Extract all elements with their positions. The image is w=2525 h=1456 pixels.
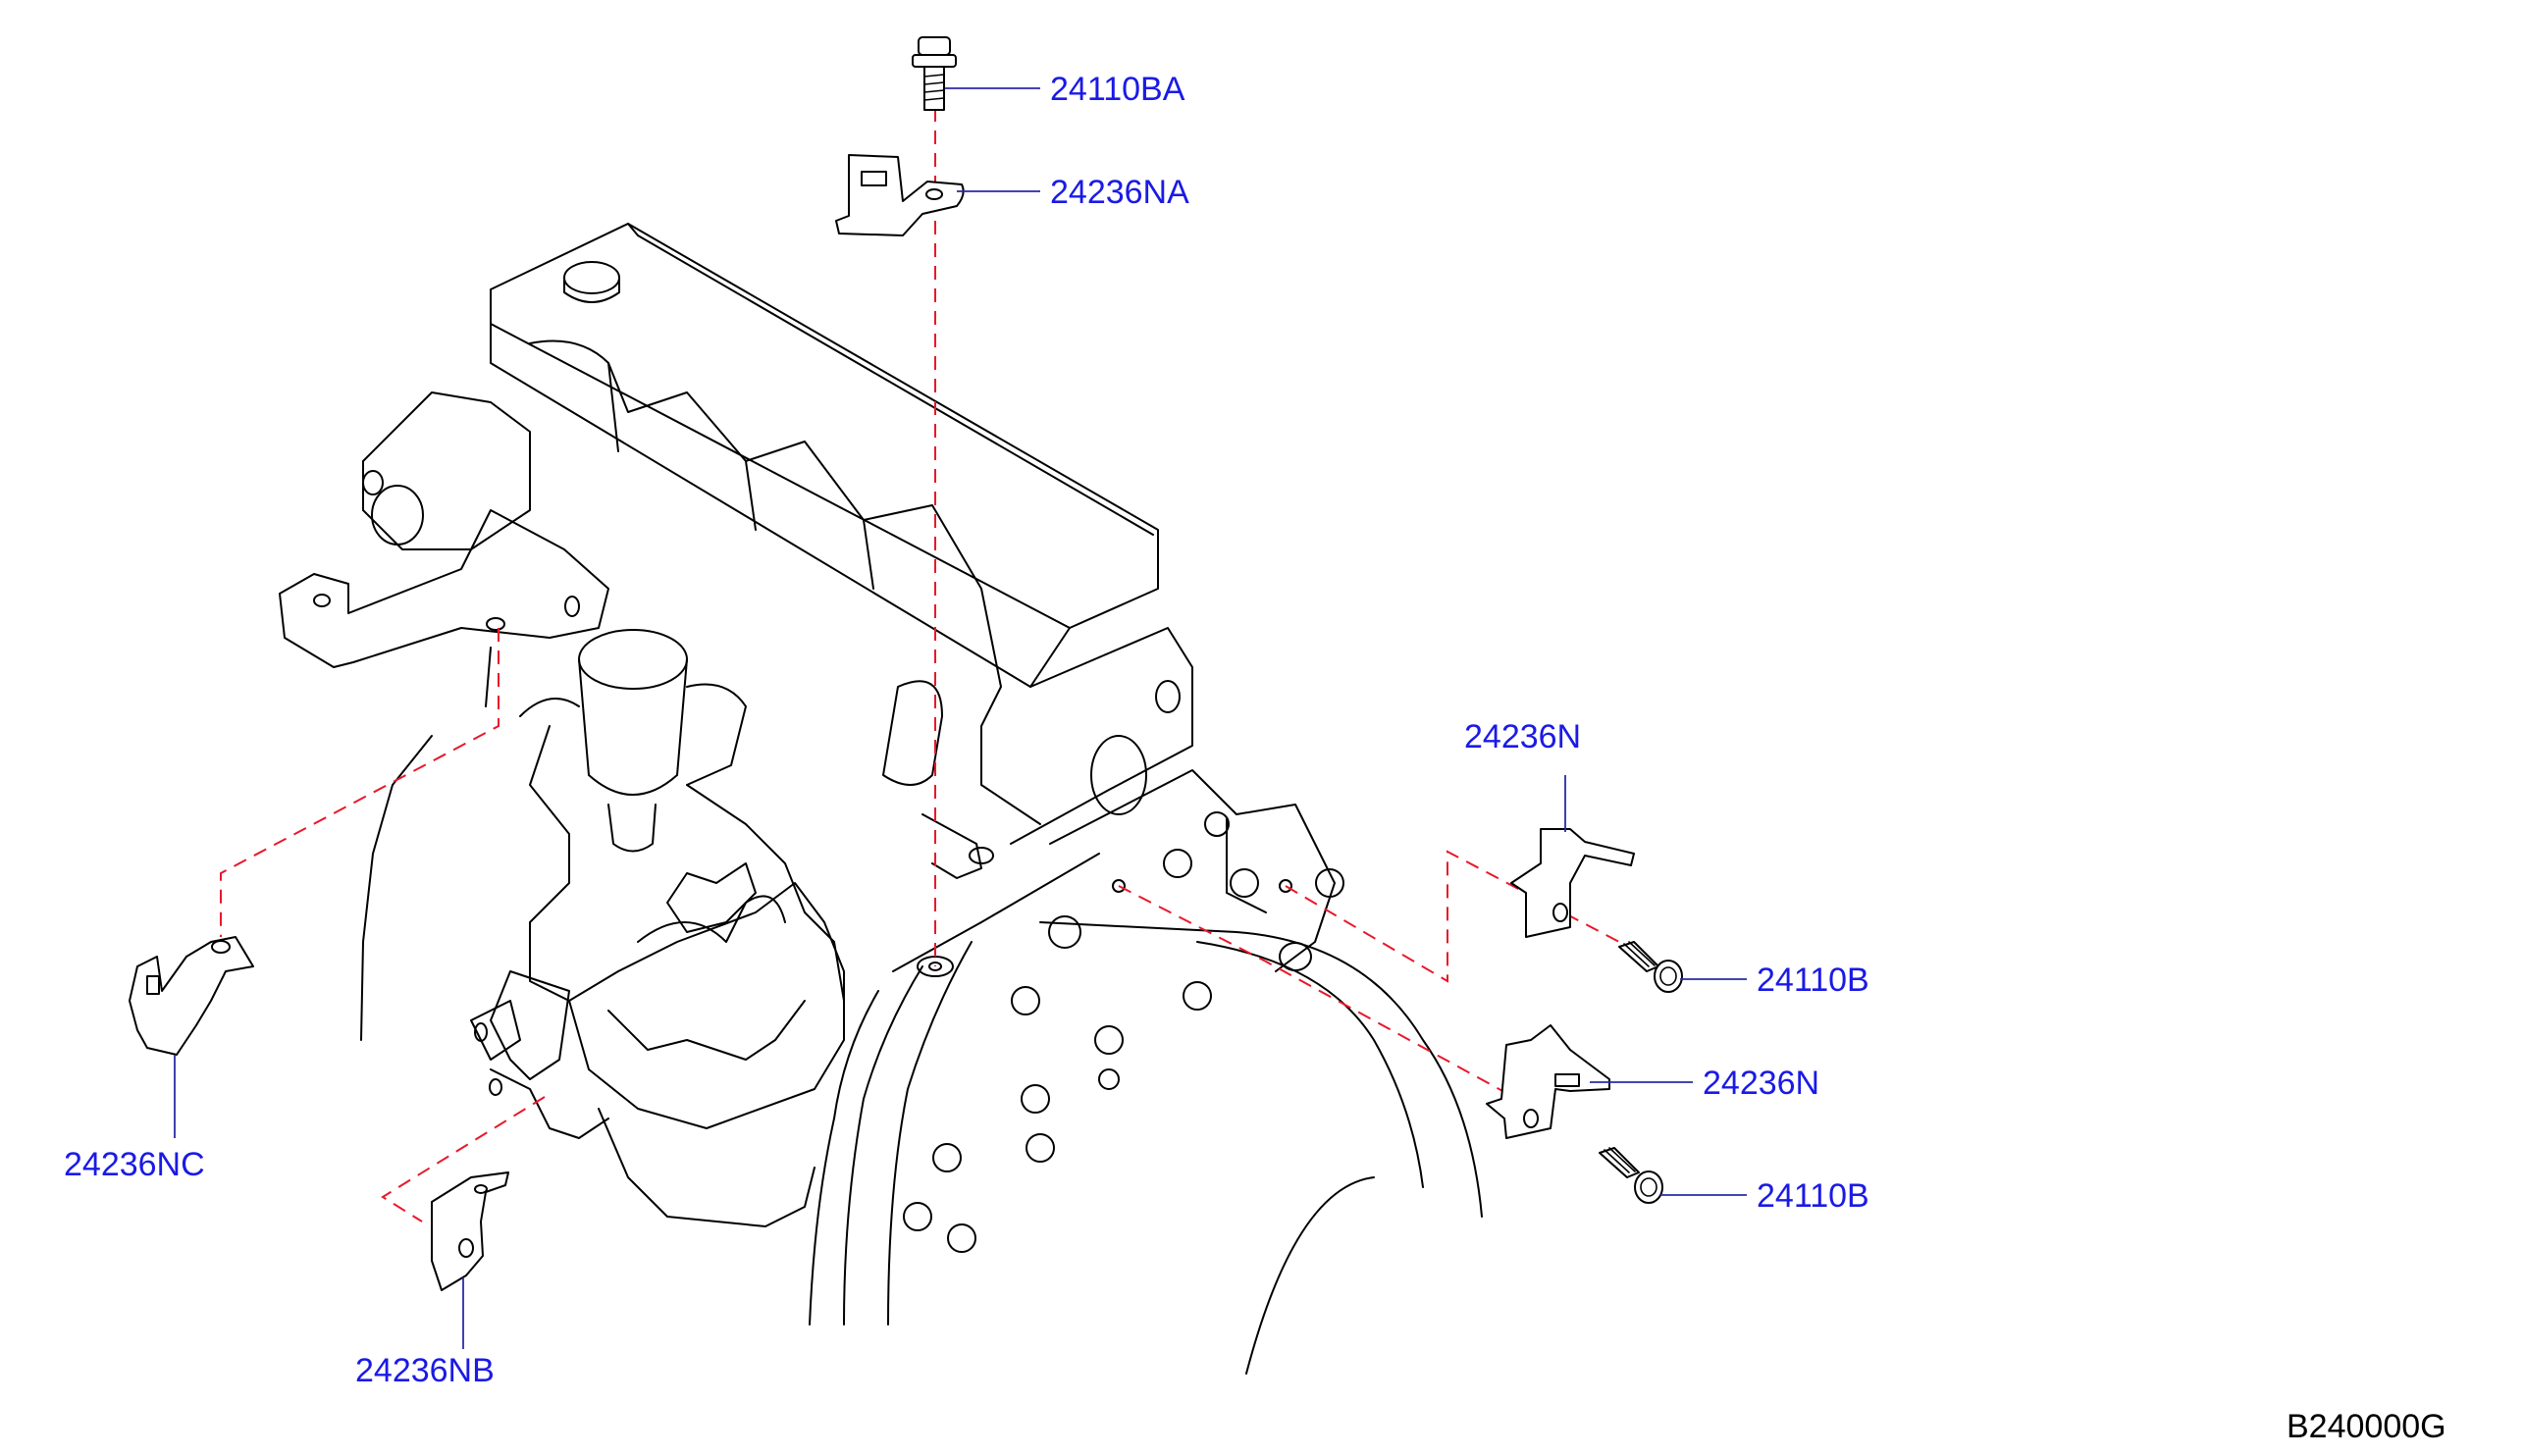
label-24236n-lower[interactable]: 24236N (1703, 1065, 1819, 1102)
label-24236na[interactable]: 24236NA (1050, 174, 1189, 211)
label-24236n-upper[interactable]: 24236N (1464, 718, 1581, 755)
bracket-24236na-icon[interactable] (835, 154, 965, 236)
bolt-24110ba-icon[interactable] (912, 36, 957, 111)
label-24236nb[interactable]: 24236NB (355, 1352, 495, 1389)
housing-bolt-bosses (903, 811, 1344, 1253)
bracket-24236n-lower-icon[interactable] (1486, 1024, 1610, 1139)
label-24110ba[interactable]: 24110BA (1050, 71, 1185, 108)
figure-code: B240000G (2287, 1408, 2446, 1445)
label-24236nc[interactable]: 24236NC (64, 1146, 205, 1183)
engine-block-drawing (279, 223, 1483, 1375)
leader-lines (174, 87, 1747, 1349)
label-24110b-lower[interactable]: 24110B (1757, 1177, 1869, 1215)
bolt-24110b-upper-icon[interactable] (1618, 941, 1683, 993)
bracket-24236nb-icon[interactable] (431, 1171, 509, 1291)
label-24110b-upper[interactable]: 24110B (1757, 962, 1869, 999)
bracket-24236nc-icon[interactable] (129, 936, 254, 1056)
bracket-24236n-upper-icon[interactable] (1510, 828, 1635, 938)
bolt-24110b-lower-icon[interactable] (1599, 1147, 1663, 1204)
